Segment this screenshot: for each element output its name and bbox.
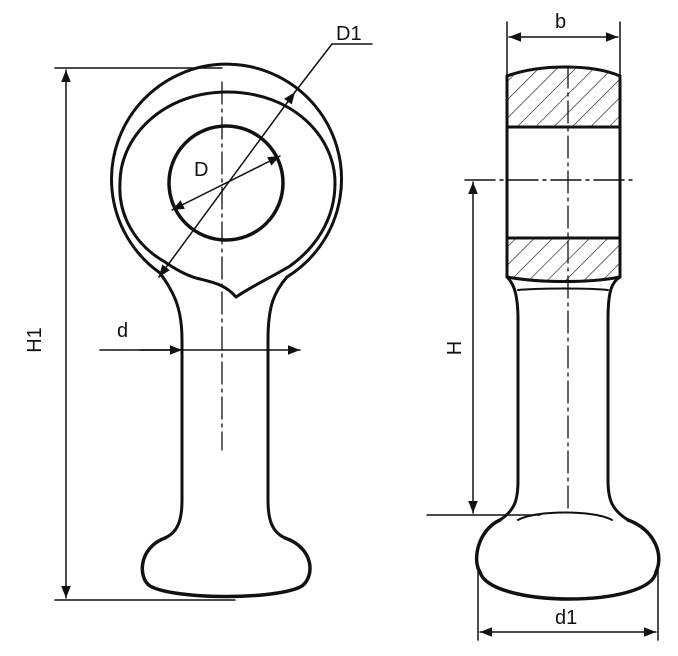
side-shank-left [498, 275, 520, 522]
side-ball-head [474, 518, 661, 601]
hatched-section-bottom [505, 236, 622, 283]
side-neck-edge [517, 287, 609, 291]
ball-head [140, 536, 312, 599]
shank-right-edge [266, 275, 289, 540]
label-H1: H1 [24, 327, 46, 353]
label-H: H [444, 341, 466, 355]
label-b: b [555, 11, 566, 33]
label-d: d [117, 320, 128, 342]
side-shank-right [606, 275, 630, 522]
eye-side-outline [505, 74, 622, 279]
hatched-section-top [505, 65, 622, 129]
d1-dim-line [158, 91, 296, 278]
shank-left-edge [158, 271, 184, 540]
label-D1: D1 [336, 23, 362, 45]
eye-outer-contour [110, 62, 344, 279]
d1-leader [294, 43, 333, 93]
eye-ring-inner-line [118, 90, 337, 299]
side-ball-seat [517, 511, 613, 521]
d-hole-dim-line [171, 155, 281, 211]
side-view [426, 21, 661, 641]
front-view [54, 43, 373, 601]
label-D: D [194, 159, 208, 181]
label-d1: d1 [555, 607, 577, 629]
